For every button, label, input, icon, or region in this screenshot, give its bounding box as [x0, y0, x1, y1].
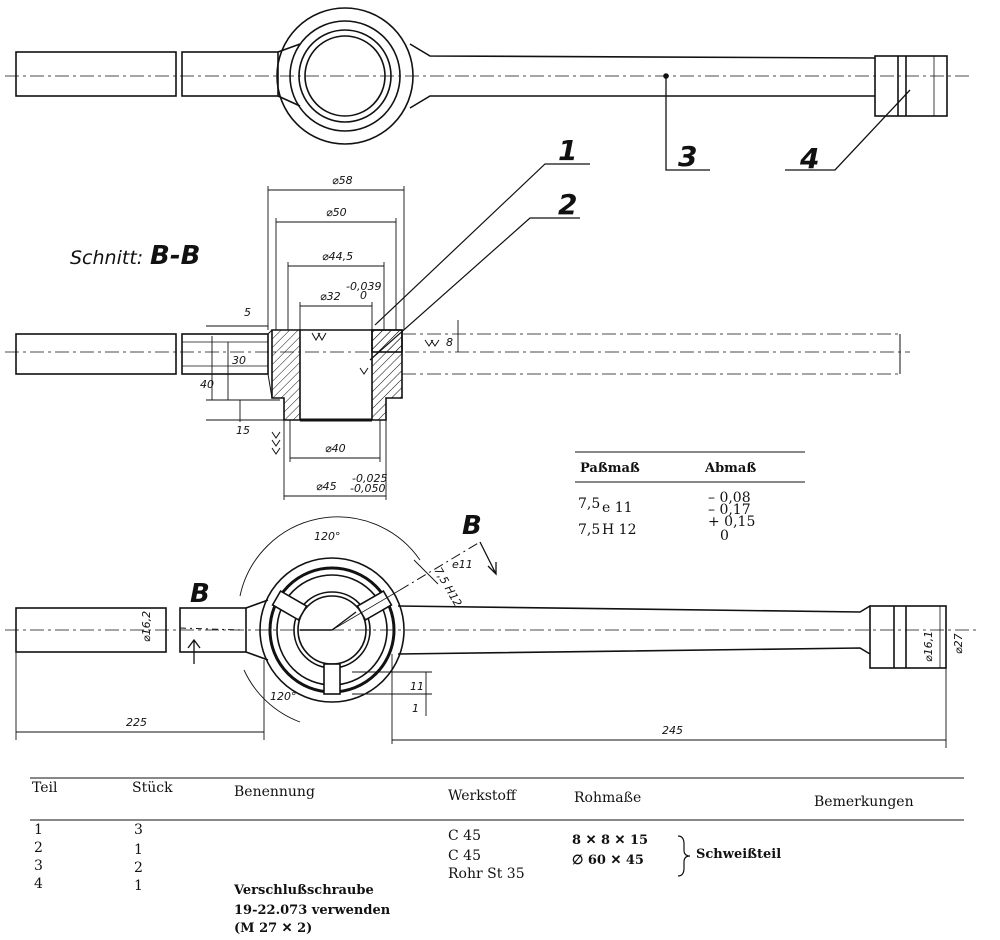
section-name: B-B	[150, 241, 200, 271]
dim-d16-1: ⌀16,1	[922, 631, 935, 662]
dim-slot: 7,5 H12	[431, 565, 464, 609]
parts-header-werkstoff: Werkstoff	[448, 788, 517, 804]
dim-11: 11	[410, 680, 424, 693]
dim-d40: ⌀40	[325, 442, 346, 455]
dim-d32-tol-top: -0,039	[346, 280, 381, 293]
teil-2: 2	[34, 840, 43, 856]
parts-list-rules	[30, 777, 964, 821]
section-view	[5, 329, 910, 455]
dim-40: 40	[200, 378, 214, 391]
dim-d50: ⌀50	[326, 206, 347, 219]
plan-dimensions	[15, 559, 947, 748]
dim-d45: ⌀45	[316, 480, 337, 493]
dim-d32-tol-bot: 0	[360, 289, 367, 302]
stueck-3: 2	[134, 860, 143, 876]
plan-view	[5, 516, 980, 723]
fit-row1-fit: e 11	[602, 500, 633, 516]
fit-row2-dev2: 0	[720, 528, 729, 544]
dim-d27: ⌀27	[952, 633, 965, 654]
section-mark-b-left: B	[190, 579, 210, 609]
callout-1: 1	[558, 134, 577, 167]
dim-30: 30	[232, 354, 246, 367]
dim-angle-bottom: 120°	[270, 690, 297, 703]
dim-d58: ⌀58	[332, 174, 353, 187]
dim-5: 5	[244, 306, 251, 319]
dim-d32: ⌀32	[320, 290, 341, 303]
fit-row2-size: 7,5	[578, 522, 600, 538]
stueck-1: 3	[134, 822, 143, 838]
fit-header-passmass: Paßmaß	[580, 461, 640, 476]
callout-4: 4	[799, 142, 819, 175]
dim-angle-top: 120°	[314, 530, 341, 543]
dim-d45-tol-bot: -0,050	[350, 482, 385, 495]
werkstoff-1: C 45	[448, 828, 481, 844]
section-label: Schnitt:	[70, 247, 143, 269]
werkstoff-2: C 45	[448, 848, 481, 864]
stueck-2: 1	[134, 842, 143, 858]
benennung-4-line1: Verschlußschraube	[233, 883, 374, 898]
benennung-4-line3: (M 27 ✕ 2)	[234, 921, 312, 936]
dim-1: 1	[412, 702, 419, 715]
fit-row1-dev1: – 0,08	[708, 490, 751, 506]
parts-header-bemerkungen: Bemerkungen	[814, 794, 914, 810]
fit-row1-dev2: – 0,17	[708, 502, 751, 518]
dim-d45-tol-top: -0,025	[352, 472, 387, 485]
stueck-4: 1	[134, 878, 143, 894]
dim-8: 8	[446, 336, 453, 349]
fit-table	[575, 451, 805, 483]
dim-slot-e11: e11	[452, 558, 473, 571]
top-view	[5, 7, 970, 361]
teil-3: 3	[34, 858, 43, 874]
parts-header-benennung: Benennung	[234, 784, 315, 800]
parts-header-rohmasse: Rohmaße	[574, 790, 641, 806]
benennung-4-line2: 19-22.073 verwenden	[234, 903, 391, 918]
parts-header-teil: Teil	[32, 780, 58, 796]
rohmass-1: 8 ✕ 8 ✕ 15	[572, 833, 648, 848]
parts-header-stueck: Stück	[132, 780, 173, 796]
fit-row2-dev1: + 0,15	[708, 514, 755, 530]
callout-3: 3	[678, 140, 697, 173]
section-dimensions	[206, 186, 459, 500]
dim-15: 15	[236, 424, 250, 437]
fit-row2-fit: H 12	[602, 522, 636, 538]
schweissteil-brace	[677, 835, 691, 877]
dim-d16-2: ⌀16,2	[140, 611, 153, 642]
dim-245: 245	[662, 724, 683, 737]
fit-header-abmass: Abmaß	[704, 461, 756, 476]
werkstoff-3: Rohr St 35	[448, 866, 525, 882]
fit-row1-size: 7,5	[578, 496, 600, 512]
teil-4: 4	[34, 876, 43, 892]
callout-2: 2	[558, 188, 577, 221]
dim-d44-5: ⌀44,5	[322, 250, 353, 263]
dim-225: 225	[126, 716, 147, 729]
rohmass-2: ∅ 60 ✕ 45	[572, 853, 644, 868]
teil-1: 1	[34, 822, 43, 838]
bemerkung-schweissteil: Schweißteil	[696, 847, 781, 862]
section-mark-b-top: B	[462, 511, 482, 541]
